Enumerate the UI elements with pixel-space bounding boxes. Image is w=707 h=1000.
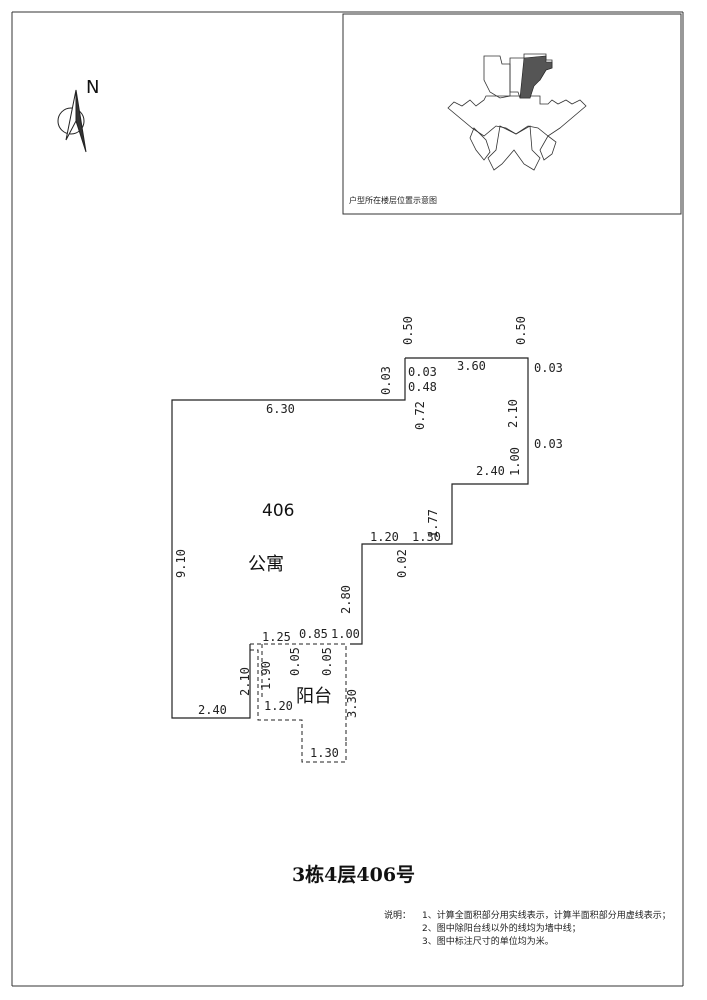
key-plan-highlighted-unit (519, 55, 553, 99)
dim-left-height: 9.10 (174, 549, 188, 578)
dim-bottom-2-40: 2.40 (198, 703, 227, 717)
notes-block: 说明： 1、计算全面积部分用实线表示，计算半面积部分用虚线表示； 2、图中除阳台… (384, 910, 671, 949)
notes-head: 说明： (384, 911, 412, 921)
notes-row-3: 3、图中标注尺寸的单位均为米。 (384, 936, 671, 949)
key-plan-building (447, 53, 587, 171)
dim-step-2-40: 2.40 (476, 464, 505, 478)
notes-line-3: 3、图中标注尺寸的单位均为米。 (422, 937, 554, 947)
dim-notch-0-72: 0.72 (413, 401, 427, 430)
balcony-outline (250, 643, 347, 763)
dim-top-width: 3.60 (457, 359, 486, 373)
notes-row-2: 2、图中除阳台线以外的线均为墙中线； (384, 923, 671, 936)
dim-bottom-1-25: 1.25 (262, 630, 291, 644)
dim-step-0-02: 0.02 (395, 549, 409, 578)
notes-line-2: 2、图中除阳台线以外的线均为墙中线； (422, 924, 581, 934)
dim-right-height: 2.10 (506, 399, 520, 428)
notes-line-1: 1、计算全面积部分用实线表示，计算半面积部分用虚线表示； (422, 911, 671, 921)
dim-left-jog: 0.03 (379, 366, 393, 395)
dim-side-2-10: 2.10 (238, 667, 252, 696)
dim-bottom-0-85: 0.85 (299, 627, 328, 641)
location-caption: 户型所在楼层位置示意图 (349, 196, 437, 205)
balcony-label: 阳台 (296, 686, 332, 707)
north-arrow (57, 89, 87, 153)
dim-top-notch-left: 0.50 (401, 316, 415, 345)
dim-notch-0-48: 0.48 (408, 380, 437, 394)
dim-bottom-1-00: 1.00 (331, 627, 360, 641)
unit-outline (171, 357, 529, 719)
dim-main-width: 6.30 (266, 402, 295, 416)
dim-right-offset-mid: 0.03 (534, 437, 563, 451)
dim-top-notch-right: 0.50 (514, 316, 528, 345)
north-label: N (86, 77, 99, 98)
dim-step-1-30: 1.30 (412, 530, 441, 544)
unit-type: 公寓 (248, 554, 284, 575)
dim-right-offset-top: 0.03 (534, 361, 563, 375)
dim-balcony-3-30: 3.30 (345, 689, 359, 718)
notes-row-1: 说明： 1、计算全面积部分用实线表示，计算半面积部分用虚线表示； (384, 910, 671, 923)
dim-bottom-1-20: 1.20 (264, 699, 293, 713)
dim-notch-0-03: 0.03 (408, 365, 437, 379)
dim-step-1-77: 1.77 (426, 509, 440, 538)
sheet-border (11, 11, 684, 987)
dim-wall-0-05-b: 0.05 (320, 647, 334, 676)
dim-wall-0-05-a: 0.05 (288, 647, 302, 676)
key-plan-frame (342, 13, 682, 215)
sheet-title: 3栋4层406号 (291, 864, 416, 886)
dim-step-2-80: 2.80 (339, 585, 353, 614)
dim-balcony-1-30: 1.30 (310, 746, 339, 760)
dim-step-1-00: 1.00 (508, 447, 522, 476)
dim-step-1-20: 1.20 (370, 530, 399, 544)
dim-side-1-90: 1.90 (259, 661, 273, 690)
unit-number: 406 (262, 501, 294, 521)
